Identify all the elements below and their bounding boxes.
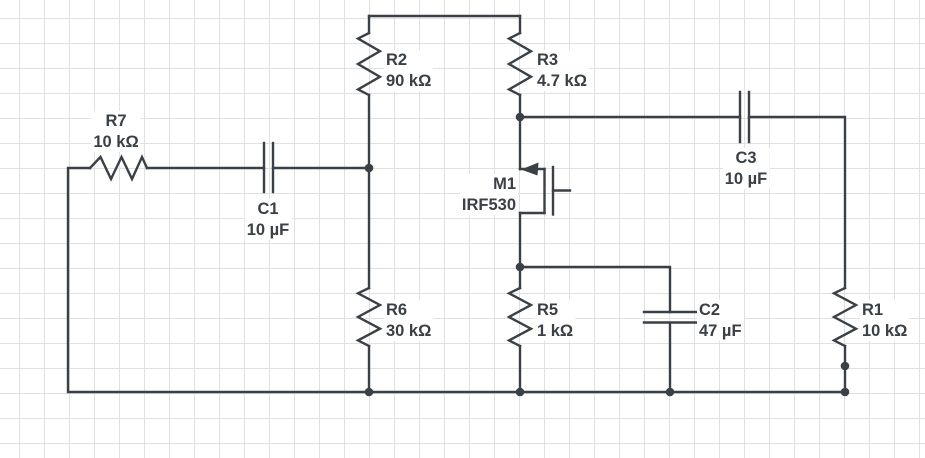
component-ref: R7 bbox=[105, 112, 127, 130]
mosfet-m1[interactable] bbox=[518, 162, 572, 216]
wire-left-ground-rail[interactable] bbox=[66, 166, 847, 394]
component-value: 10 µF bbox=[724, 169, 768, 188]
resistor-r3[interactable] bbox=[506, 31, 534, 97]
junction-dot bbox=[515, 387, 525, 397]
resistor-r2[interactable] bbox=[355, 31, 383, 97]
label-r7: R7 10 kΩ bbox=[91, 111, 141, 152]
resistor-zigzag bbox=[88, 154, 149, 182]
capacitor-c3[interactable] bbox=[738, 90, 751, 144]
wires bbox=[66, 14, 847, 394]
component-ref: R5 bbox=[537, 301, 559, 319]
component-ref: C1 bbox=[257, 200, 279, 218]
junction-dots bbox=[364, 112, 850, 397]
label-r3: R3 4.7 kΩ bbox=[535, 50, 589, 91]
component-ref: C3 bbox=[735, 149, 757, 167]
resistor-r1[interactable] bbox=[831, 286, 859, 348]
junction-dot bbox=[665, 387, 675, 397]
mosfet-arrow-icon bbox=[521, 162, 539, 176]
wire-source-to-c2[interactable] bbox=[518, 265, 672, 314]
label-m1: M1 IRF530 bbox=[459, 174, 518, 215]
junction-dot bbox=[364, 163, 374, 173]
junction-dot bbox=[840, 387, 850, 397]
component-value: IRF530 bbox=[461, 195, 516, 214]
junction-dot bbox=[840, 361, 850, 371]
component-value: 10 kΩ bbox=[862, 321, 908, 340]
component-ref: R6 bbox=[386, 301, 408, 319]
component-value: 10 kΩ bbox=[93, 132, 139, 151]
component-value: 30 kΩ bbox=[386, 321, 432, 340]
resistor-r6[interactable] bbox=[355, 286, 383, 348]
resistor-zigzag bbox=[831, 286, 859, 348]
label-c3: C3 10 µF bbox=[722, 148, 770, 189]
component-value: 90 kΩ bbox=[386, 71, 432, 90]
junction-dot bbox=[515, 112, 525, 122]
resistor-zigzag bbox=[355, 31, 383, 97]
component-ref: R3 bbox=[537, 51, 559, 69]
component-value: 10 µF bbox=[246, 220, 290, 239]
resistor-r5[interactable] bbox=[506, 286, 534, 348]
component-ref: C2 bbox=[699, 301, 721, 319]
component-ref: R2 bbox=[386, 51, 408, 69]
resistor-zigzag bbox=[506, 31, 534, 97]
label-c1: C1 10 µF bbox=[244, 199, 292, 240]
component-value: 4.7 kΩ bbox=[537, 71, 587, 90]
label-r5: R5 1 kΩ bbox=[535, 300, 576, 341]
capacitor-c1[interactable] bbox=[262, 141, 275, 194]
component-value: 1 kΩ bbox=[537, 321, 574, 340]
label-r1: R1 10 kΩ bbox=[860, 300, 910, 341]
resistor-zigzag bbox=[355, 286, 383, 348]
label-c2: C2 47 µF bbox=[697, 300, 744, 341]
junction-dot bbox=[515, 262, 525, 272]
label-r2: R2 90 kΩ bbox=[384, 50, 434, 91]
junction-dot bbox=[364, 387, 374, 397]
component-ref: R1 bbox=[862, 301, 884, 319]
resistor-r7[interactable] bbox=[88, 154, 149, 182]
component-ref: M1 bbox=[493, 175, 516, 193]
wire-c3-to-r1[interactable] bbox=[747, 115, 847, 290]
capacitor-c2[interactable] bbox=[642, 310, 698, 324]
label-r6: R6 30 kΩ bbox=[384, 300, 434, 341]
resistor-zigzag bbox=[506, 286, 534, 348]
component-value: 47 µF bbox=[699, 321, 742, 340]
